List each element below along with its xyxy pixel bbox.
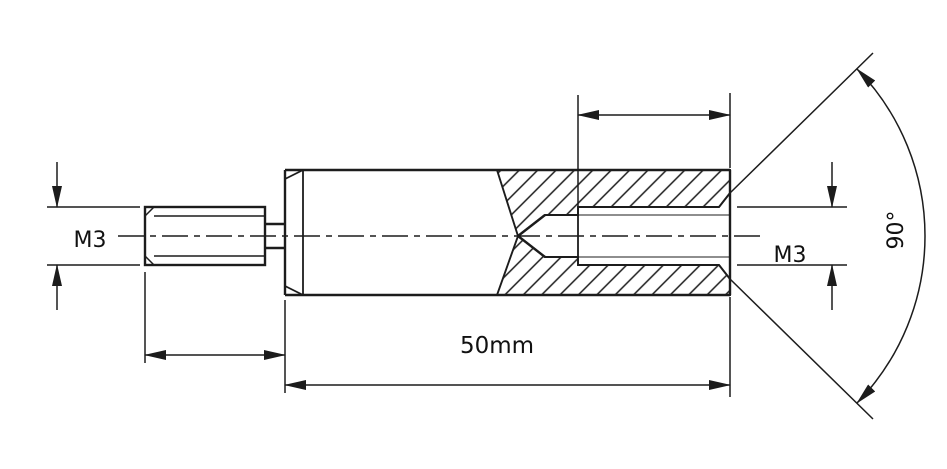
- left-thread-label: M3: [74, 228, 107, 253]
- body-length-label: 50mm: [460, 333, 534, 359]
- dim-right-thread: M3: [737, 162, 847, 310]
- right-thread-label: M3: [774, 243, 807, 268]
- dim-body-length: 50mm: [284, 297, 731, 397]
- male-stud: [143, 205, 267, 267]
- section-view: [495, 169, 731, 296]
- dim-countersink-angle: 90°: [718, 52, 926, 420]
- countersink-angle-label: 90°: [884, 211, 909, 250]
- hatch-lower: [495, 234, 731, 296]
- dim-left-thread: M3: [47, 162, 140, 310]
- dim-stud-length: [144, 272, 286, 393]
- dim-thread-depth: [577, 93, 731, 207]
- stud-neck: [265, 222, 285, 250]
